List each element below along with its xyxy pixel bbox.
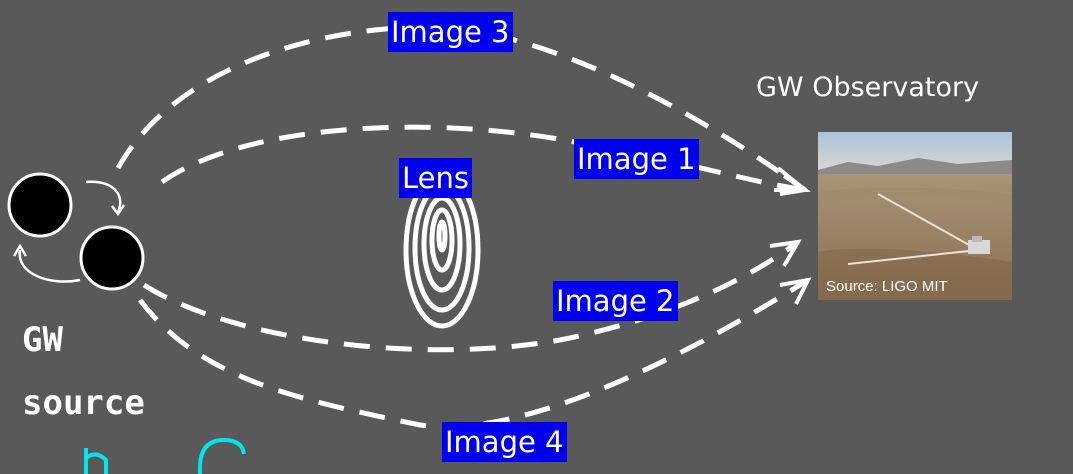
image-4-label: Image 4	[442, 422, 567, 462]
image-3-label: Image 3	[388, 12, 513, 52]
path-image-1	[162, 127, 805, 190]
image-2-label: Image 2	[553, 281, 678, 321]
cyan-text-fragment	[86, 440, 244, 474]
source-label-line-2: source	[22, 383, 145, 423]
image-1-label: Image 1	[574, 139, 699, 179]
arrowhead-image-2	[770, 242, 798, 266]
binary-black-hole-icon	[9, 174, 143, 289]
source-label-line-1: GW	[22, 320, 63, 360]
lens-label: Lens	[399, 158, 472, 198]
observatory-title: GW Observatory	[756, 72, 979, 103]
path-image-4	[140, 280, 808, 427]
